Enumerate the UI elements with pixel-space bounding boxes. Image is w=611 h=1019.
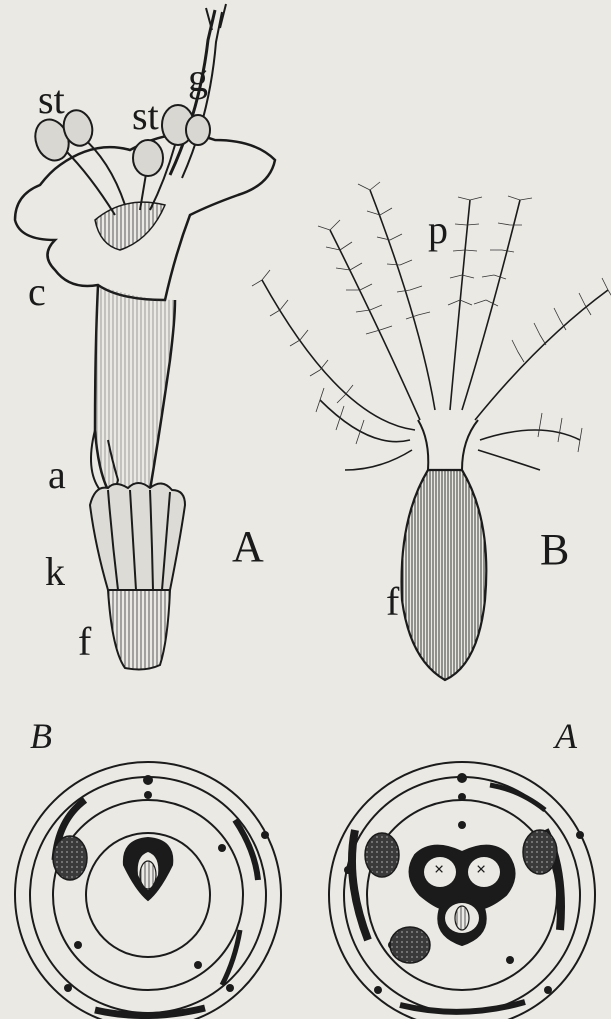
label-st-left: st xyxy=(38,80,65,120)
stamen-blob xyxy=(390,927,430,963)
achene-f-B xyxy=(402,470,487,680)
label-st-right: st xyxy=(132,96,159,136)
stamen-blob xyxy=(53,836,87,880)
label-A-lower: A xyxy=(555,718,577,754)
floral-diagram-B xyxy=(15,762,281,1019)
label-B-upper: B xyxy=(540,528,569,572)
label-p: p xyxy=(428,210,448,250)
stamen-blob xyxy=(523,830,557,874)
fruit-figure-B xyxy=(252,182,611,680)
stamen-blob xyxy=(365,833,399,877)
anther xyxy=(133,140,163,176)
calyx-k xyxy=(90,483,185,590)
label-A-upper: A xyxy=(232,525,264,569)
label-f-a: f xyxy=(78,622,91,662)
label-B-lower: B xyxy=(30,718,52,754)
label-a: a xyxy=(48,455,66,495)
ovary-f-A xyxy=(108,590,170,669)
label-x2: × xyxy=(476,860,486,878)
floral-diagram-A xyxy=(329,762,595,1019)
label-c: c xyxy=(28,272,46,312)
label-x1: × xyxy=(434,860,444,878)
label-f-b: f xyxy=(386,582,399,622)
label-k: k xyxy=(45,552,65,592)
label-g: g xyxy=(188,58,208,98)
anther xyxy=(186,115,210,145)
